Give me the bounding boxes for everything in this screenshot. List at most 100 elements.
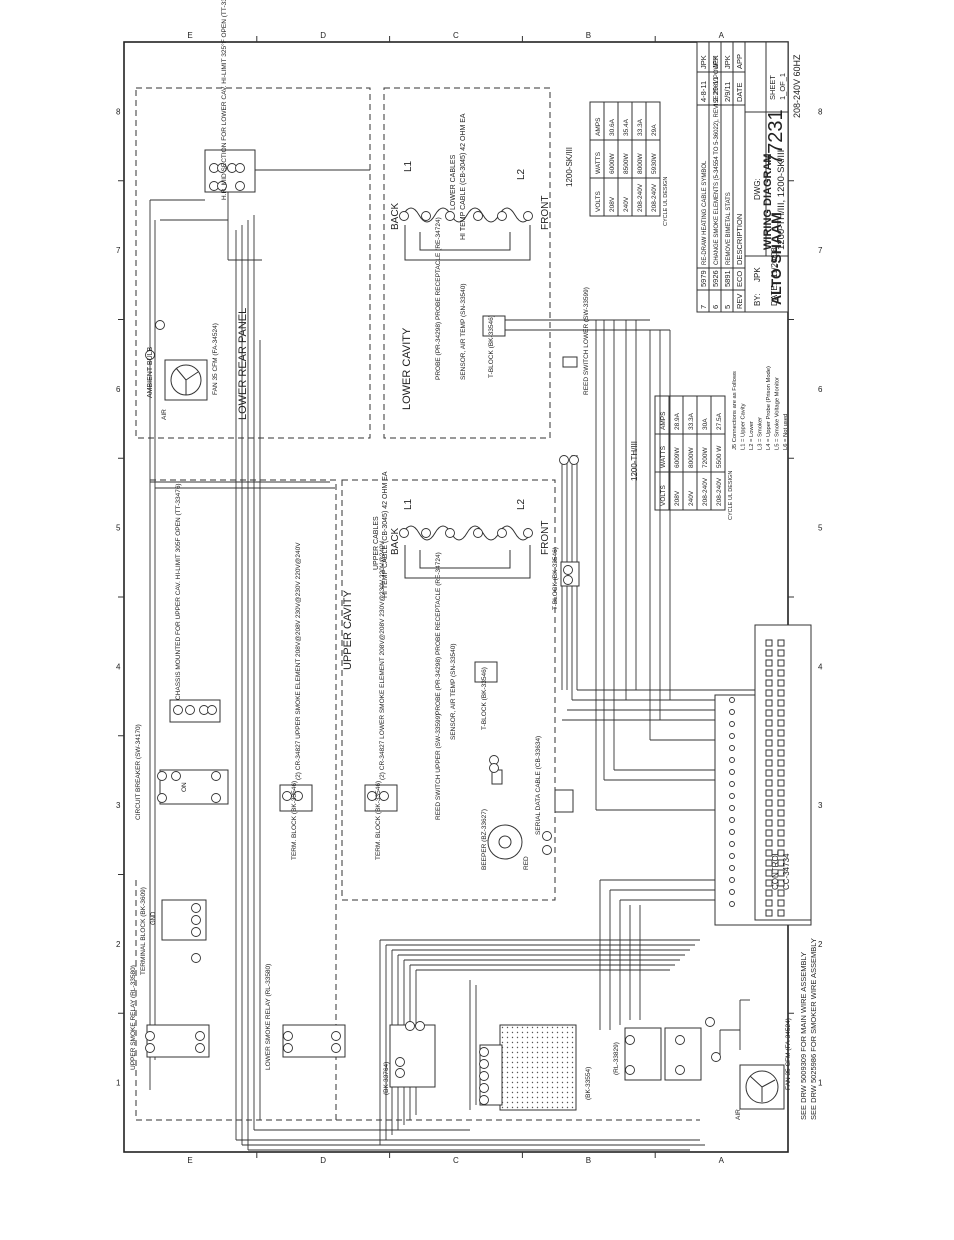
- spec-cell-spec-sk-4-0: 208-240V: [651, 183, 658, 212]
- spec-header-spec-sk-0-2: AMPS: [595, 117, 602, 136]
- power-block: [499, 1024, 577, 1111]
- revision-cell-1-2: CHANGE SMOKE ELEMENTS (5-34554 TO 5-3602…: [714, 55, 720, 265]
- zone-letter-C: C: [453, 31, 459, 40]
- control-part-label: CC-34734: [782, 853, 791, 890]
- upper-hi-limit-switch: [169, 699, 221, 723]
- date-label: DATE:: [770, 283, 779, 306]
- spec-cell-spec-sk-4-2: 29A: [651, 124, 658, 136]
- sheet-number: 1_OF_1: [778, 73, 787, 100]
- see-drawing-note-1: SEE DRW 5009309 FOR MAIN WIRE ASSEMBLY: [799, 952, 808, 1120]
- lower-air-label: AIR: [161, 409, 168, 420]
- main-fan-icon: [739, 1064, 785, 1110]
- zone-number-3: 3: [116, 801, 121, 810]
- zone-number-8: 8: [116, 107, 121, 116]
- revision-cell-0-0: 7: [699, 305, 708, 309]
- spec-cell-spec-sk-2-1: 8500W: [623, 153, 630, 174]
- revision-header-3-1: ECO: [735, 271, 744, 287]
- zone-number-4: 4: [116, 662, 121, 671]
- revision-cell-0-4: JPK: [699, 55, 708, 69]
- spec-cell-spec-sk-1-1: 6000W: [609, 153, 616, 174]
- zone-number-5: 5: [818, 524, 823, 533]
- spec-cell-spec-th-4-1: 5500 W: [716, 445, 723, 468]
- connections-note-line-4: L4 = Upper Probe (Prison Mode): [766, 366, 772, 450]
- on-label: ON: [181, 782, 188, 792]
- zone-letter-D: D: [320, 31, 326, 40]
- red-wire-label: RED: [523, 856, 530, 870]
- zone-letter-A: A: [719, 31, 725, 40]
- spec-cell-spec-th-1-1: 6009W: [674, 447, 681, 468]
- revision-cell-2-1: 5891: [723, 270, 732, 287]
- serial-data-connector: [554, 789, 574, 813]
- spec-cell-spec-th-2-0: 240V: [688, 490, 695, 506]
- lower-tblock-label: T-BLOCK (BK-33546): [488, 315, 495, 378]
- spec-header-spec-th-0-0: VOLTS: [660, 485, 667, 506]
- zone-number-7: 7: [818, 246, 823, 255]
- revision-cell-1-3: 2-29-11: [711, 77, 720, 102]
- spec-header-spec-sk-0-1: WATTS: [595, 151, 602, 174]
- spec-cell-spec-th-2-1: 8000W: [688, 447, 695, 468]
- title-block: ALTO-SHAAM WIRING DIAGRAM 1200-TH/III, 1…: [744, 41, 802, 313]
- control-board: [714, 624, 812, 926]
- lower-reed-switch: [562, 356, 578, 368]
- spec-cell-spec-sk-3-0: 208-240V: [637, 183, 644, 212]
- upper-back-label: BACK: [390, 527, 401, 555]
- relay-part-label: (RL-33829): [613, 1042, 620, 1075]
- lower-rear-panel-label: LOWER REAR PANEL: [237, 308, 249, 420]
- spec-header-spec-th-0-1: WATTS: [660, 445, 667, 468]
- zone-number-1: 1: [116, 1079, 121, 1088]
- zone-number-6: 6: [818, 385, 823, 394]
- upper-front-label: FRONT: [540, 521, 551, 555]
- spec-cell-spec-th-2-2: 33.3A: [688, 412, 695, 430]
- lower-term-block-label: TERM. BLOCK (BK-33546): [375, 781, 382, 860]
- spec-cell-spec-sk-1-2: 30.6A: [609, 118, 616, 136]
- upper-smoke-relay-label: UPPER SMOKE RELAY (RL-33580): [130, 965, 137, 1070]
- revision-cell-0-1: 5979: [699, 270, 708, 287]
- beeper: [487, 824, 523, 860]
- upper-harness-region: [150, 479, 337, 1120]
- spec-cell-spec-th-3-1: 7200W: [702, 447, 709, 468]
- beeper-label: BEEPER (BZ-33627): [481, 809, 488, 870]
- lower-fan-label: FAN 35 CFM (FA-34524): [212, 323, 219, 395]
- zone-letter-E: E: [187, 1156, 192, 1165]
- ground-label: GND: [151, 911, 157, 925]
- spec-cell-spec-th-4-0: 208-240V: [716, 477, 723, 506]
- zone-number-3: 3: [818, 801, 823, 810]
- upper-smoke-element-label: (2) CR-34827 UPPER SMOKE ELEMENT 208V@20…: [295, 542, 302, 780]
- lower-reed-label: REED SWITCH LOWER (SW-33599): [583, 287, 590, 395]
- lower-smoke-element-label: (2) CR-34827 LOWER SMOKE ELEMENT 208V@20…: [379, 540, 386, 780]
- power-block-label: (BK-33554): [585, 1067, 592, 1100]
- zone-letter-A: A: [719, 1156, 725, 1165]
- drawing-number: 77231: [765, 109, 787, 165]
- lower-back-label: BACK: [390, 202, 401, 230]
- connections-note-line-1: L1 = Upper Cavity: [741, 403, 747, 450]
- lower-sensor-label: SENSOR, AIR TEMP (SN-33540): [460, 283, 467, 380]
- zone-letter-E: E: [187, 31, 192, 40]
- spec-th-side-label: CYCLE UL DESIGN: [728, 471, 734, 520]
- revision-cell-0-2: RE-DRAW HEATING CABLE SYMBOL: [702, 160, 708, 265]
- upper-cavity-label: UPPER CAVITY: [342, 589, 354, 670]
- spec-th-title: 1200-TH/III: [630, 441, 639, 481]
- spec-cell-spec-sk-1-0: 208V: [609, 196, 616, 212]
- upper-reed-label: REED SWITCH UPPER (SW-33599): [435, 714, 442, 820]
- upper-probe-label: PROBE (PR-34298) PROBE RECEPTACLE (RE-34…: [435, 552, 442, 715]
- revision-cell-1-0: 6: [711, 305, 720, 309]
- zone-letter-B: B: [586, 1156, 591, 1165]
- wire-nodes: [145, 163, 721, 1105]
- upper-cables-label: UPPER CABLES: [373, 516, 380, 570]
- upper-l1-label: L1: [403, 498, 414, 510]
- lower-heating-cable: [402, 207, 532, 261]
- connections-note-line-2: L2 = Lower: [749, 421, 755, 450]
- revision-header-3-2: DESCRIPTION: [735, 214, 744, 265]
- upper-hi-limit-label: CHASSIS MOUNTED FOR UPPER CAV. HI-LIMIT …: [175, 483, 182, 700]
- revision-cell-2-0: 5: [723, 305, 732, 309]
- upper-cable-spec: HI TEMP CABLE (CB-3045) 42 OHM EA: [382, 471, 389, 598]
- revision-cell-2-4: JPK: [723, 55, 732, 69]
- lower-cavity-label: LOWER CAVITY: [401, 327, 413, 410]
- voltage-note: 208-240V 60HZ: [792, 54, 802, 118]
- lower-cables-label: LOWER CABLES: [450, 154, 457, 210]
- control-label: CONTROL: [771, 850, 780, 890]
- lower-cable-spec: HI TEMP CABLE (CB-3045) 42 OHM EA: [460, 113, 467, 240]
- connections-note-line-3: L3 = Smoker: [758, 417, 764, 450]
